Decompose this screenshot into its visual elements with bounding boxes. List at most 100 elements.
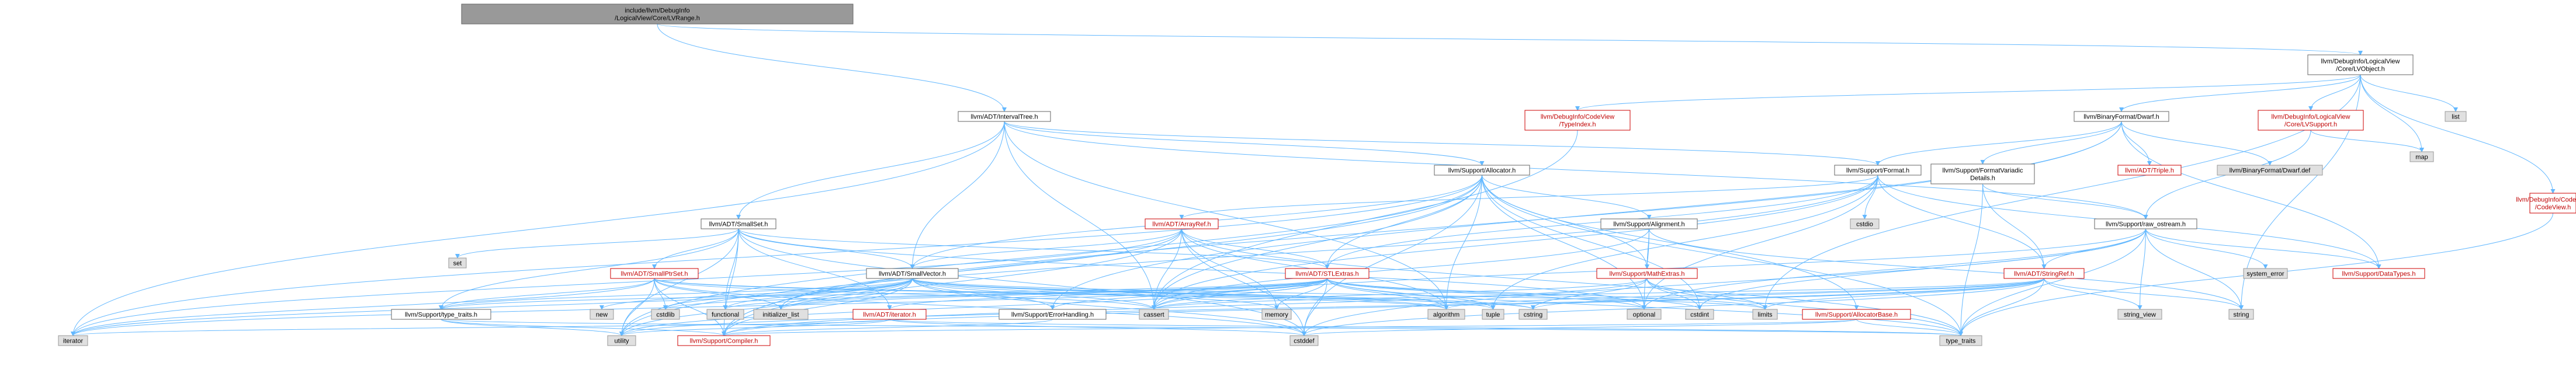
edge-iterator_h-to-iterator bbox=[71, 319, 890, 336]
edge-allocator-to-cassert bbox=[1152, 175, 1482, 310]
node-label: llvm/Support/AllocatorBase.h bbox=[1815, 312, 1898, 319]
node-lvobject[interactable]: llvm/DebugInfo/LogicalView/Core/LVObject… bbox=[2307, 54, 2414, 75]
node-smallvector[interactable]: llvm/ADT/SmallVector.h bbox=[866, 268, 959, 279]
node-type_traits_h[interactable]: llvm/Support/type_traits.h bbox=[391, 309, 491, 320]
node-datatypes[interactable]: llvm/Support/DataTypes.h bbox=[2332, 268, 2425, 279]
node-cstdint: cstdint bbox=[1685, 309, 1714, 320]
edge-variadic-to-type_traits bbox=[1958, 183, 1983, 336]
node-box bbox=[852, 309, 927, 320]
edge-smallptrset-to-type_traits_h bbox=[439, 278, 655, 310]
edge-mathextras-to-cassert bbox=[1152, 278, 1648, 310]
node-typeindex[interactable]: llvm/DebugInfo/CodeView/TypeIndex.h bbox=[1524, 110, 1631, 131]
node-box bbox=[2445, 111, 2467, 122]
edge-arrayref-to-smallvector bbox=[910, 228, 1182, 269]
node-alignment[interactable]: llvm/Support/Alignment.h bbox=[1600, 218, 1698, 229]
node-box bbox=[58, 335, 88, 346]
edge-allocator-to-cstddef bbox=[1302, 175, 1482, 336]
node-raw_ostream[interactable]: llvm/Support/raw_ostream.h bbox=[2094, 218, 2197, 229]
node-box bbox=[2228, 309, 2254, 320]
edge-allocator-to-allocatorbase bbox=[1482, 175, 1859, 310]
node-intervaltree[interactable]: llvm/ADT/IntervalTree.h bbox=[958, 111, 1051, 122]
node-smallptrset[interactable]: llvm/ADT/SmallPtrSet.h bbox=[610, 268, 699, 279]
node-arrayref[interactable]: llvm/ADT/ArrayRef.h bbox=[1145, 218, 1219, 229]
node-label: llvm/ADT/StringRef.h bbox=[2014, 271, 2074, 278]
node-label: string_view bbox=[2124, 312, 2156, 319]
edge-stringref-to-cstddef bbox=[1302, 278, 2044, 336]
edge-type_traits_h-to-type_traits bbox=[441, 319, 1963, 336]
edge-allocatorbase-to-type_traits bbox=[1856, 319, 1963, 336]
edge-smallvector-to-new bbox=[599, 278, 913, 310]
edge-intervaltree-to-smallvector bbox=[910, 121, 1005, 269]
edge-stlextras-to-iterator bbox=[71, 278, 1327, 336]
node-box bbox=[1930, 163, 2035, 184]
edge-arrayref-to-type_traits bbox=[1181, 228, 1963, 336]
node-errorhandling[interactable]: llvm/Support/ErrorHandling.h bbox=[998, 309, 1107, 320]
node-box bbox=[610, 268, 699, 279]
edge-intervaltree-to-allocator bbox=[1004, 121, 1485, 166]
node-box bbox=[1482, 309, 1504, 320]
node-codeview[interactable]: llvm/DebugInfo/CodeView/CodeView.h bbox=[2516, 193, 2576, 214]
edge-smallptrset-to-iterator bbox=[71, 278, 655, 336]
edge-raw_ostream-to-system_error bbox=[2145, 228, 2268, 269]
node-box bbox=[2094, 218, 2197, 229]
node-mathextras[interactable]: llvm/Support/MathExtras.h bbox=[1596, 268, 1698, 279]
node-allocator[interactable]: llvm/Support/Allocator.h bbox=[1434, 165, 1530, 176]
node-format[interactable]: llvm/Support/Format.h bbox=[1834, 165, 1922, 176]
node-label: cstring bbox=[1524, 312, 1542, 319]
edge-stlextras-to-algorithm bbox=[1327, 278, 1449, 310]
node-box bbox=[2243, 268, 2288, 279]
edge-iterator_h-to-type_traits bbox=[889, 319, 1963, 336]
node-label: cstddef bbox=[1294, 338, 1315, 345]
edge-allocator-to-alignment bbox=[1482, 175, 1652, 219]
node-dwarf[interactable]: llvm/BinaryFormat/Dwarf.h bbox=[2074, 111, 2169, 122]
node-string: string bbox=[2228, 309, 2254, 320]
edge-iterator_h-to-cstddef bbox=[889, 319, 1306, 336]
edge-intervaltree-to-format bbox=[1004, 121, 1880, 166]
node-stlextras[interactable]: llvm/ADT/STLExtras.h bbox=[1285, 268, 1370, 279]
node-box bbox=[2529, 193, 2576, 214]
node-cassert: cassert bbox=[1139, 309, 1169, 320]
node-box bbox=[1685, 309, 1714, 320]
edge-format-to-cassert bbox=[1152, 175, 1878, 310]
node-label: memory bbox=[1265, 312, 1288, 319]
node-algorithm: algorithm bbox=[1427, 309, 1465, 320]
edge-allocator-to-optional bbox=[1482, 175, 1646, 310]
node-box bbox=[1752, 309, 1778, 320]
edge-format-to-cstdio bbox=[1862, 175, 1878, 219]
edge-smallvector-to-utility bbox=[619, 278, 913, 336]
node-allocatorbase[interactable]: llvm/Support/AllocatorBase.h bbox=[1802, 309, 1911, 320]
node-box bbox=[701, 218, 776, 229]
edge-smallset-to-iterator_h bbox=[738, 228, 892, 310]
edge-smallset-to-smallptrset bbox=[652, 228, 739, 269]
edge-smallset-to-compiler bbox=[722, 228, 739, 336]
node-label: llvm/Support/Format.h bbox=[1846, 168, 1909, 175]
node-label: cstdio bbox=[1856, 221, 1873, 228]
node-box bbox=[1600, 218, 1698, 229]
edge-raw_ostream-to-datatypes bbox=[2145, 228, 2381, 269]
node-box bbox=[958, 111, 1051, 122]
edge-smallset-to-optional bbox=[738, 228, 1646, 310]
node-cstdio: cstdio bbox=[1850, 218, 1880, 229]
node-box bbox=[2409, 151, 2434, 162]
node-label: initializer_list bbox=[762, 312, 799, 319]
node-box bbox=[391, 309, 491, 320]
node-root[interactable]: include/llvm/DebugInfo/LogicalView/Core/… bbox=[461, 4, 854, 25]
edge-smallset-to-set bbox=[455, 228, 739, 259]
node-triple[interactable]: llvm/ADT/Triple.h bbox=[2117, 165, 2182, 176]
node-label: llvm/Support/DataTypes.h bbox=[2342, 271, 2416, 278]
edge-lvobject-to-codeview bbox=[2360, 74, 2556, 194]
node-box bbox=[2074, 111, 2169, 122]
node-dwarfdef: llvm/BinaryFormat/Dwarf.def bbox=[2217, 165, 2323, 176]
node-iterator_h[interactable]: llvm/ADT/iterator.h bbox=[852, 309, 927, 320]
node-box bbox=[1289, 335, 1319, 346]
edge-dwarf-to-datatypes bbox=[2121, 121, 2381, 269]
node-smallset[interactable]: llvm/ADT/SmallSet.h bbox=[701, 218, 776, 229]
edge-stringref-to-algorithm bbox=[1444, 278, 2044, 310]
node-label: llvm/Support/MathExtras.h bbox=[1610, 271, 1685, 278]
node-label: system_error bbox=[2246, 271, 2284, 278]
node-stringref[interactable]: llvm/ADT/StringRef.h bbox=[2003, 268, 2085, 279]
edge-format-to-arrayref bbox=[1179, 175, 1878, 219]
node-lvsupport[interactable]: llvm/DebugInfo/LogicalView/Core/LVSuppor… bbox=[2258, 110, 2364, 131]
node-compiler[interactable]: llvm/Support/Compiler.h bbox=[677, 335, 771, 346]
